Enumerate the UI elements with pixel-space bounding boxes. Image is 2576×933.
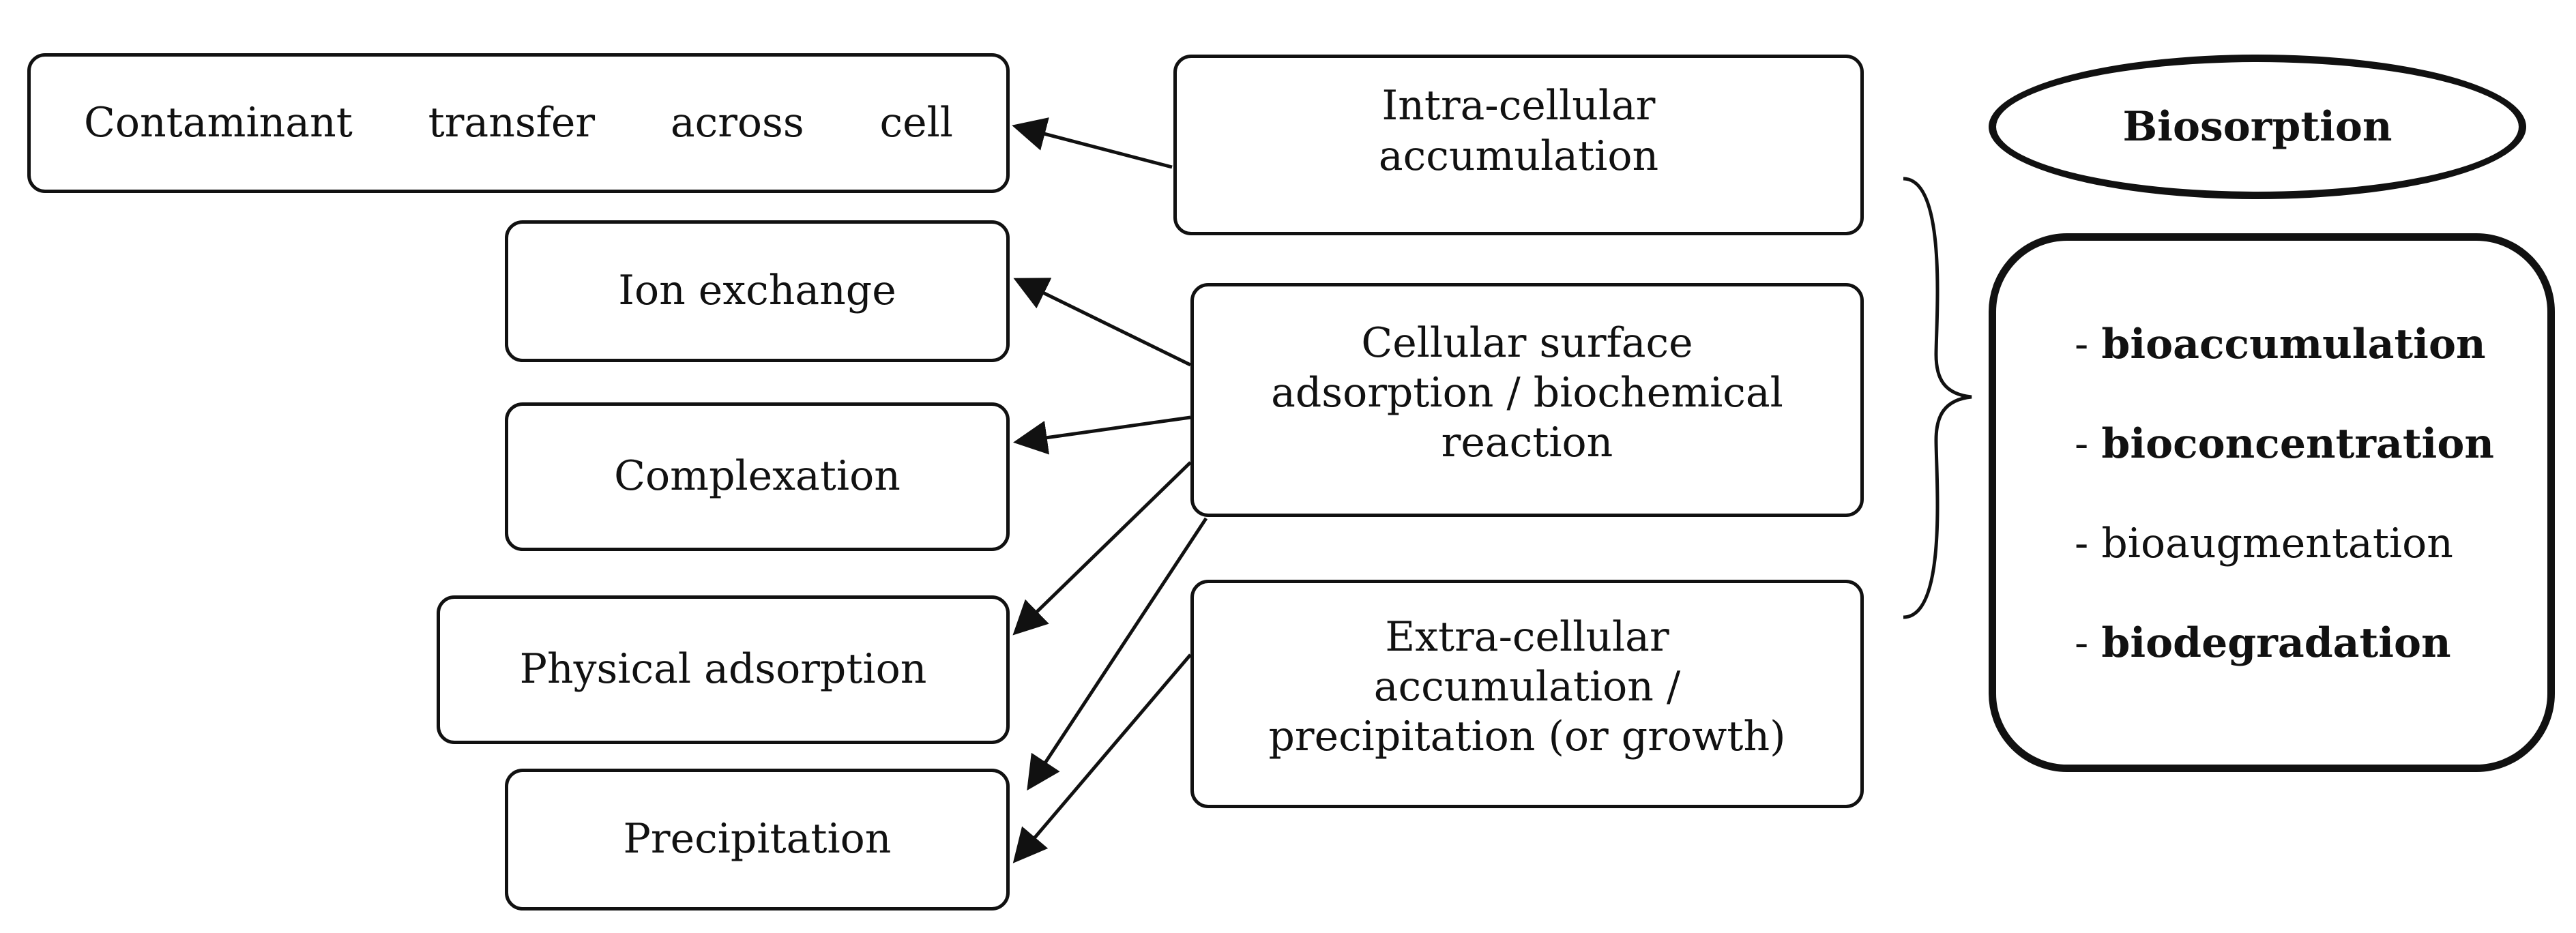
arrow-surface-to-physical-adsorption bbox=[1012, 461, 1192, 636]
arrow-extra-to-precipitation bbox=[1012, 653, 1192, 863]
arrow-surface-to-complexation bbox=[1013, 415, 1191, 455]
intra-line-2: accumulation bbox=[1378, 132, 1659, 180]
intra-line-1: Intra-cellular bbox=[1381, 82, 1656, 130]
contaminant-transfer-box: Contaminant transfer across cell bbox=[27, 53, 1010, 193]
complexation-box: Complexation bbox=[505, 402, 1010, 551]
bio-list-item: - biodegradation bbox=[2075, 609, 2547, 709]
bio-item-prefix: - bbox=[2075, 420, 2102, 468]
physical-adsorption-label: Physical adsorption bbox=[519, 645, 927, 694]
biosorption-title: Biosorption bbox=[2122, 103, 2392, 151]
extra-line-3: precipitation (or growth) bbox=[1268, 713, 1786, 761]
bio-list-item: - bioaccumulation bbox=[2075, 310, 2547, 410]
transfer-word-2: transfer bbox=[428, 98, 596, 147]
bio-item-text: bioaccumulation bbox=[2101, 321, 2486, 368]
bio-item-prefix: - bbox=[2075, 619, 2102, 667]
bio-item-text: biodegradation bbox=[2101, 619, 2451, 667]
transfer-word-3: across bbox=[670, 98, 804, 147]
intra-cellular-accumulation-box: Intra-cellular accumulation bbox=[1173, 55, 1864, 235]
surface-line-3: reaction bbox=[1441, 419, 1613, 467]
surface-line-1: Cellular surface bbox=[1361, 319, 1693, 367]
bio-process-list-box: - bioaccumulation - bioconcentration - b… bbox=[1989, 233, 2555, 772]
arrow-intra-to-transfer bbox=[1012, 117, 1173, 169]
precipitation-label: Precipitation bbox=[623, 815, 892, 863]
transfer-word-4: cell bbox=[879, 98, 953, 147]
cellular-surface-adsorption-box: Cellular surface adsorption / biochemica… bbox=[1190, 283, 1864, 517]
bio-list-item: - bioaugmentation bbox=[2075, 509, 2547, 609]
complexation-label: Complexation bbox=[614, 452, 901, 501]
ion-exchange-label: Ion exchange bbox=[618, 267, 896, 315]
precipitation-box: Precipitation bbox=[505, 769, 1010, 910]
extra-cellular-accumulation-box: Extra-cellular accumulation / precipitat… bbox=[1190, 580, 1864, 808]
arrow-surface-to-ion-exchange bbox=[1013, 278, 1192, 367]
extra-line-1: Extra-cellular bbox=[1385, 612, 1669, 661]
bio-item-prefix: - bbox=[2075, 321, 2102, 368]
biosorption-title-oval: Biosorption bbox=[1989, 55, 2526, 199]
curly-brace bbox=[1903, 177, 1972, 619]
bio-item-text: bioaugmentation bbox=[2101, 520, 2453, 567]
ion-exchange-box: Ion exchange bbox=[505, 220, 1010, 362]
physical-adsorption-box: Physical adsorption bbox=[437, 595, 1010, 744]
transfer-word-1: Contaminant bbox=[84, 98, 353, 147]
bio-item-prefix: - bbox=[2075, 520, 2102, 567]
arrow-surface-to-precipitation bbox=[1027, 517, 1208, 791]
bio-list-item: - bioconcentration bbox=[2075, 410, 2547, 509]
surface-line-2: adsorption / biochemical bbox=[1271, 368, 1783, 417]
bio-item-text: bioconcentration bbox=[2101, 420, 2494, 468]
extra-line-2: accumulation / bbox=[1373, 662, 1681, 711]
